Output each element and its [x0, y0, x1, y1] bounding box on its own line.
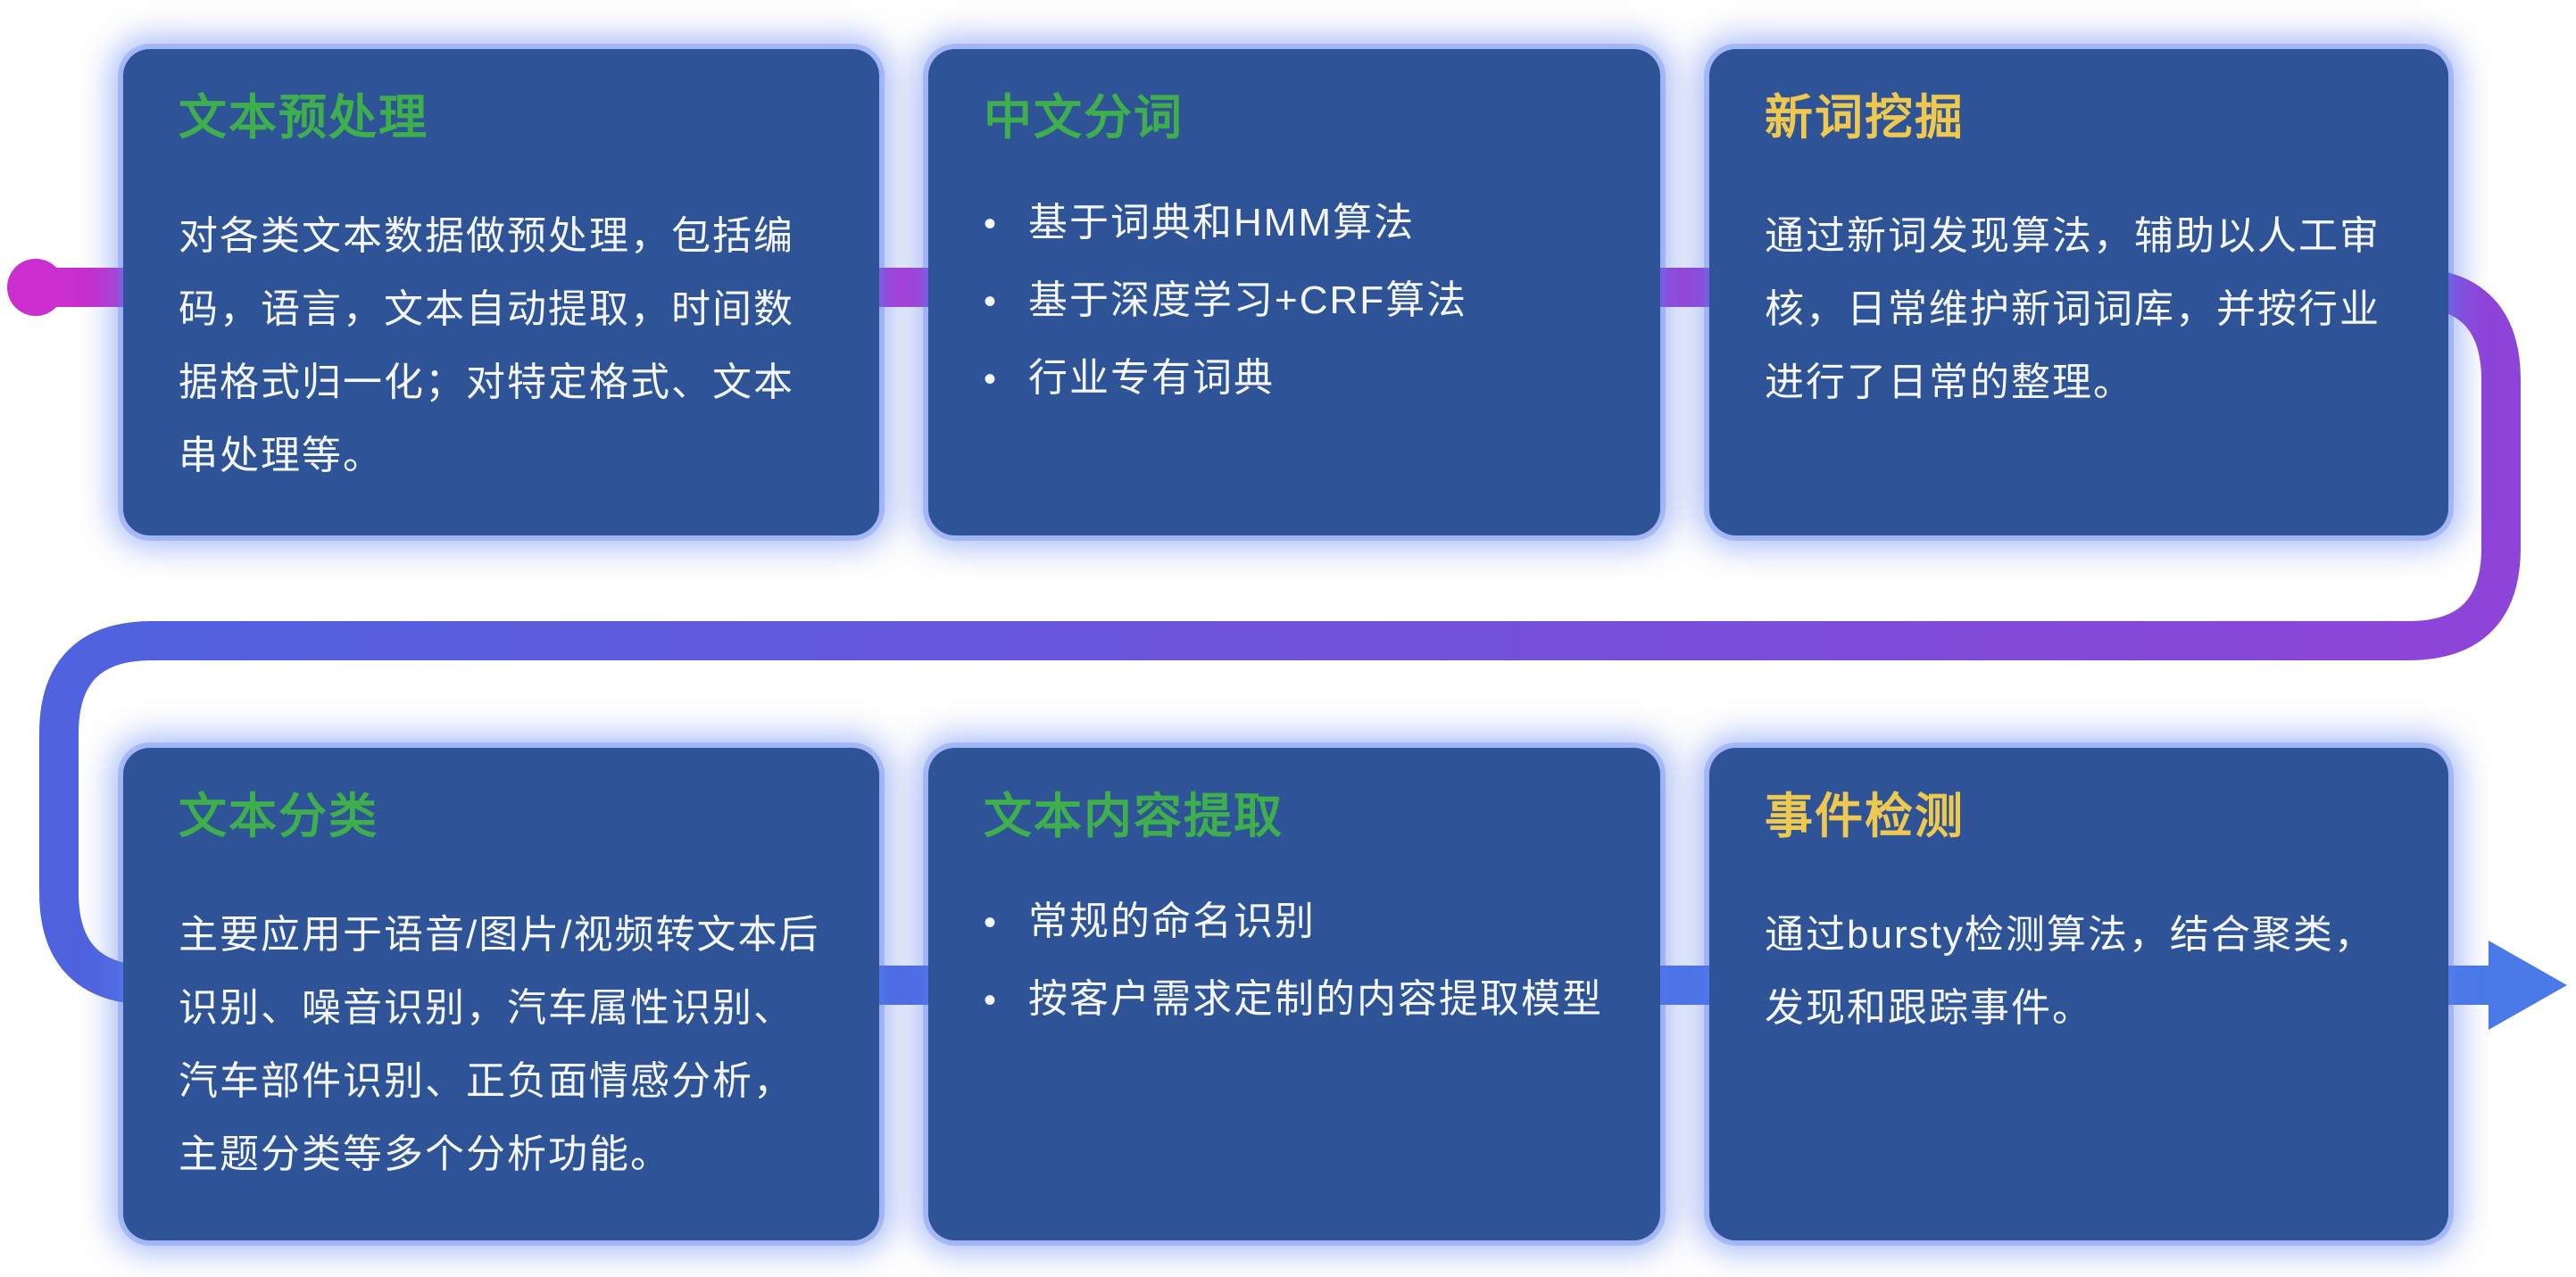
- list-item: 行业专有词典: [984, 355, 1605, 402]
- list-item-text: 行业专有词典: [1028, 356, 1276, 401]
- card-text-preprocessing: 文本预处理 对各类文本数据做预处理，包括编码，语言，文本自动提取，时间数据格式归…: [123, 49, 879, 535]
- list-item: 基于深度学习+CRF算法: [984, 278, 1605, 325]
- card-text-classification: 文本分类 主要应用于语音/图片/视频转文本后识别、噪音识别，汽车属性识别、汽车部…: [123, 748, 879, 1240]
- bullet-icon: [984, 976, 998, 1024]
- card-title: 事件检测: [1765, 790, 1965, 843]
- list-item-text: 常规的命名识别: [1028, 900, 1317, 944]
- card-title: 新词挖掘: [1765, 91, 1965, 145]
- card-title: 文本分类: [179, 790, 378, 843]
- card-title: 中文分词: [984, 91, 1184, 145]
- card-title: 文本预处理: [179, 91, 428, 145]
- card-text-content-extraction: 文本内容提取 常规的命名识别 按客户需求定制的内容提取模型: [928, 748, 1660, 1240]
- card-new-word-mining: 新词挖掘 通过新词发现算法，辅助以人工审核，日常维护新词词库，并按行业进行了日常…: [1709, 49, 2448, 535]
- bullet-icon: [984, 355, 998, 402]
- card-title: 文本内容提取: [984, 790, 1284, 843]
- card-bullet-list: 基于词典和HMM算法 基于深度学习+CRF算法 行业专有词典: [984, 200, 1605, 402]
- card-body: 对各类文本数据做预处理，包括编码，语言，文本自动提取，时间数据格式归一化；对特定…: [179, 214, 794, 478]
- card-body: 通过bursty检测算法，结合聚类，发现和跟踪事件。: [1765, 913, 2375, 1031]
- list-item: 常规的命名识别: [984, 899, 1605, 946]
- list-item-text: 基于词典和HMM算法: [1028, 201, 1416, 245]
- flow-start-dot-icon: [7, 259, 64, 316]
- card-event-detection: 事件检测 通过bursty检测算法，结合聚类，发现和跟踪事件。: [1709, 748, 2448, 1240]
- flow-end-arrow-icon: [2489, 941, 2567, 1030]
- card-grid: 文本预处理 对各类文本数据做预处理，包括编码，语言，文本自动提取，时间数据格式归…: [123, 49, 2448, 1240]
- list-item-text: 按客户需求定制的内容提取模型: [1028, 977, 1604, 1022]
- flow-segment-middle: [39, 393, 2521, 785]
- list-item: 基于词典和HMM算法: [984, 200, 1605, 247]
- card-bullet-list: 常规的命名识别 按客户需求定制的内容提取模型: [984, 899, 1605, 1024]
- bullet-icon: [984, 899, 998, 946]
- bullet-icon: [984, 200, 998, 247]
- card-chinese-word-segmentation: 中文分词 基于词典和HMM算法 基于深度学习+CRF算法 行业专有词典: [928, 49, 1660, 535]
- card-body: 通过新词发现算法，辅助以人工审核，日常维护新词词库，并按行业进行了日常的整理。: [1765, 214, 2381, 405]
- list-item-text: 基于深度学习+CRF算法: [1028, 278, 1468, 323]
- bullet-icon: [984, 278, 998, 325]
- list-item: 按客户需求定制的内容提取模型: [984, 976, 1605, 1024]
- card-body: 主要应用于语音/图片/视频转文本后识别、噪音识别，汽车属性识别、汽车部件识别、正…: [179, 913, 820, 1177]
